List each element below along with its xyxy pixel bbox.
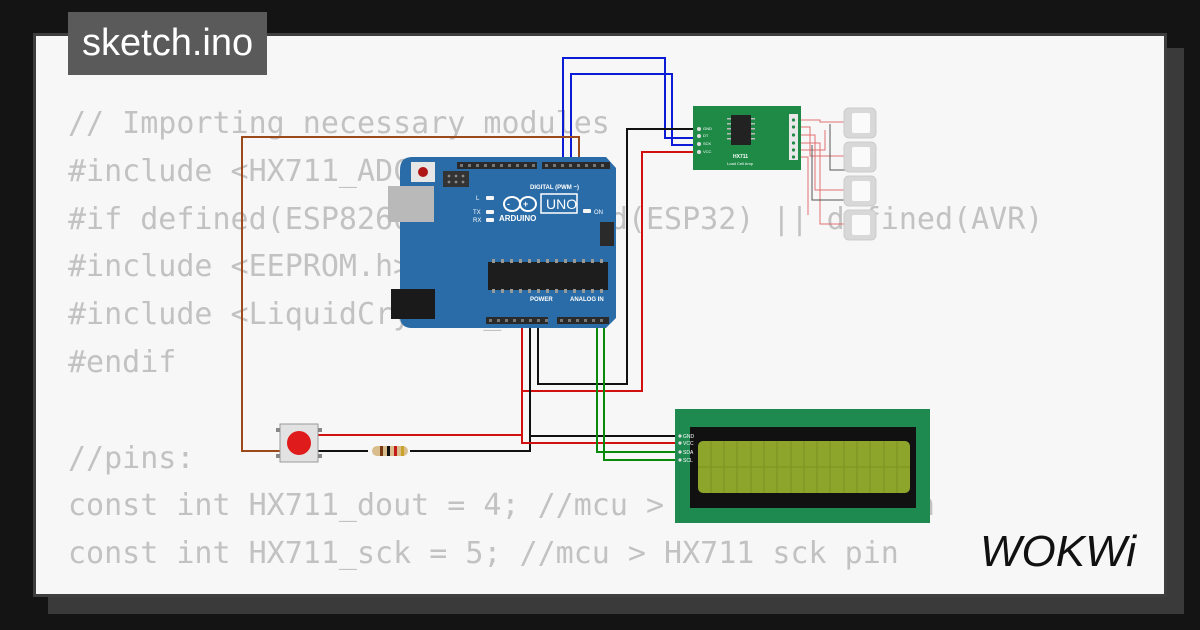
wire-lcd-vcc (521, 391, 680, 444)
board-brand-label: ARDUINO (499, 214, 536, 223)
wire-loadcell-dark (811, 124, 848, 201)
hx711-pin-vcc: VCC (703, 149, 712, 154)
wire-lcd-sda (596, 322, 680, 453)
wokwi-logo-text: WOKWi (980, 527, 1137, 574)
lcd-display[interactable]: GND VCC SDA SCL (675, 409, 930, 523)
hx711-pin-gnd: GND (703, 126, 712, 131)
lcd-pin-vcc: VCC (683, 441, 694, 447)
push-button[interactable] (276, 423, 322, 463)
led-tx-label: TX (473, 210, 481, 216)
board-model-label: UNO (546, 196, 577, 212)
wire-lcd-scl (603, 322, 680, 461)
led-rx-label: RX (473, 218, 481, 224)
hx711-pin-dt: DT (703, 133, 709, 138)
wire-dt (562, 57, 699, 162)
hx711-pin-sck: SCK (703, 141, 712, 146)
wire-lcd-gnd (529, 322, 680, 437)
code-line: #include <EEPROM.h> (68, 249, 412, 285)
lcd-pin-sda: SDA (683, 450, 694, 456)
power-on-label: ON (594, 210, 603, 216)
wire-button (241, 136, 580, 452)
hx711-subtitle: Load Cell Amp (727, 161, 754, 166)
svg-text:+: + (523, 199, 528, 209)
wire-resistor-gnd (318, 322, 531, 452)
lcd-pin-scl: SCL (683, 458, 693, 464)
wire-hx-gnd (537, 128, 699, 385)
code-line: // Importing necessary modules (68, 106, 610, 141)
wire-sck (570, 73, 699, 162)
resistor (372, 446, 408, 456)
load-cells[interactable] (843, 107, 877, 241)
file-title: sketch.ino (68, 12, 268, 75)
wire-loadcell (799, 119, 848, 225)
analog-header-label: ANALOG IN (570, 297, 604, 303)
wire-hx-vcc (521, 151, 699, 392)
wire-button-5v (318, 391, 523, 436)
wires (241, 57, 848, 461)
code-line: //pins: (68, 440, 195, 476)
digital-header-label: DIGITAL (PWM ~) (530, 185, 579, 191)
power-header-label: POWER (530, 297, 553, 303)
arduino-logo: - + (503, 196, 537, 212)
arduino-uno[interactable]: DIGITAL (PWM ~) - + UNO ARDUINO L TX RX … (388, 157, 616, 328)
hx711-module[interactable]: HX711 Load Cell Amp GND DT SCK VCC (693, 106, 801, 170)
wokwi-logo: WOKWi (980, 527, 1137, 574)
hx711-name: HX711 (733, 154, 748, 160)
lcd-pin-gnd: GND (683, 434, 695, 440)
code-line: const int HX711_sck = 5; //mcu > HX711 s… (68, 536, 899, 572)
code-line: #endif (68, 344, 177, 380)
svg-text:-: - (507, 199, 510, 209)
led-l-label: L (476, 196, 480, 202)
